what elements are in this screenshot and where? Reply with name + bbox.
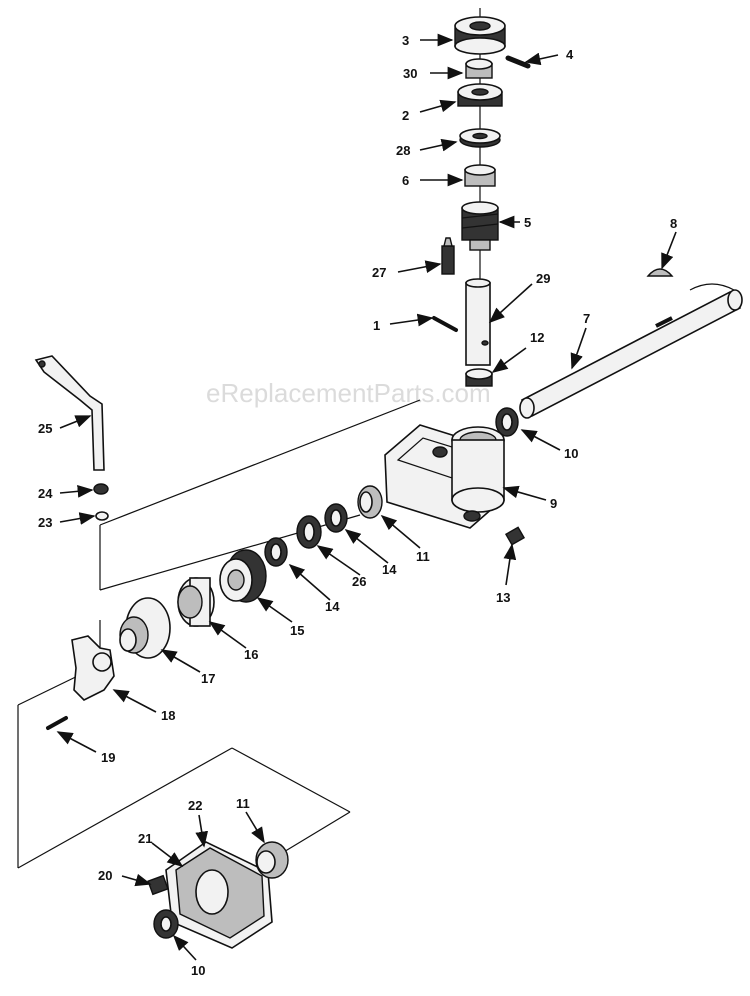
- label-10-lower: 10: [191, 963, 205, 978]
- part-21-cover: [175, 847, 265, 939]
- part-26-thrust-bearing: [296, 515, 322, 549]
- part-24-clip: [93, 483, 109, 495]
- label-7: 7: [583, 311, 590, 326]
- part-2-bearing: [457, 83, 503, 107]
- part-20-bolt: [147, 874, 169, 896]
- callout-arrows: [56, 33, 677, 961]
- part-4-key: [505, 55, 531, 69]
- label-23: 23: [38, 515, 52, 530]
- label-10-upper: 10: [564, 446, 578, 461]
- label-29: 29: [536, 271, 550, 286]
- label-9: 9: [550, 496, 557, 511]
- part-28-washer: [459, 128, 501, 148]
- label-11-upper: 11: [416, 549, 430, 564]
- part-23-washer: [95, 511, 109, 521]
- label-17: 17: [201, 671, 215, 686]
- part-10-seal-lower: [153, 909, 179, 939]
- label-18: 18: [161, 708, 175, 723]
- label-6: 6: [402, 173, 409, 188]
- label-2: 2: [402, 108, 409, 123]
- part-11-bushing-lower: [255, 841, 289, 879]
- part-labels: 3 4 30 2 28 6 5 8 27 29 1 7 12 10 9 11 1…: [38, 33, 677, 978]
- label-30: 30: [403, 66, 417, 81]
- part-11-bushing: [357, 485, 383, 519]
- part-9-housing: [384, 424, 505, 529]
- label-26: 26: [352, 574, 366, 589]
- part-3-pulley: [454, 16, 506, 55]
- label-22: 22: [188, 798, 202, 813]
- label-24: 24: [38, 486, 53, 501]
- part-14-washer-lower: [264, 537, 288, 567]
- part-5-worm: [461, 201, 499, 251]
- part-29-shaft: [465, 278, 491, 366]
- part-15-worm-gear: [219, 549, 267, 603]
- part-17-clutch: [119, 597, 171, 659]
- label-12: 12: [530, 330, 544, 345]
- label-19: 19: [101, 750, 115, 765]
- label-3: 3: [402, 33, 409, 48]
- part-16-clutch-collar: [177, 577, 215, 627]
- part-8-key: [646, 268, 674, 277]
- label-21: 21: [138, 831, 152, 846]
- label-14-lower: 14: [325, 599, 340, 614]
- part-7-axle: [519, 283, 743, 419]
- part-27-grease-fitting: [441, 237, 455, 275]
- part-12-bearing: [465, 368, 493, 387]
- part-25-rod: [34, 355, 105, 471]
- part-14-washer-upper: [324, 503, 348, 533]
- part-19-pin: [46, 716, 68, 730]
- label-25: 25: [38, 421, 52, 436]
- label-20: 20: [98, 868, 112, 883]
- part-13-spring: [504, 526, 526, 546]
- label-5: 5: [524, 215, 531, 230]
- label-1: 1: [373, 318, 380, 333]
- part-1-pin: [432, 316, 458, 332]
- label-4: 4: [566, 47, 574, 62]
- part-10-seal: [495, 407, 519, 437]
- part-30-collar: [465, 58, 493, 79]
- label-8: 8: [670, 216, 677, 231]
- label-28: 28: [396, 143, 410, 158]
- label-14-upper: 14: [382, 562, 397, 577]
- label-15: 15: [290, 623, 304, 638]
- label-16: 16: [244, 647, 258, 662]
- part-6-spacer: [464, 164, 496, 187]
- part-18-shift-fork: [71, 635, 115, 701]
- label-11-lower: 11: [236, 796, 250, 811]
- watermark: eReplacementParts.com: [206, 378, 491, 408]
- label-13: 13: [496, 590, 510, 605]
- label-27: 27: [372, 265, 386, 280]
